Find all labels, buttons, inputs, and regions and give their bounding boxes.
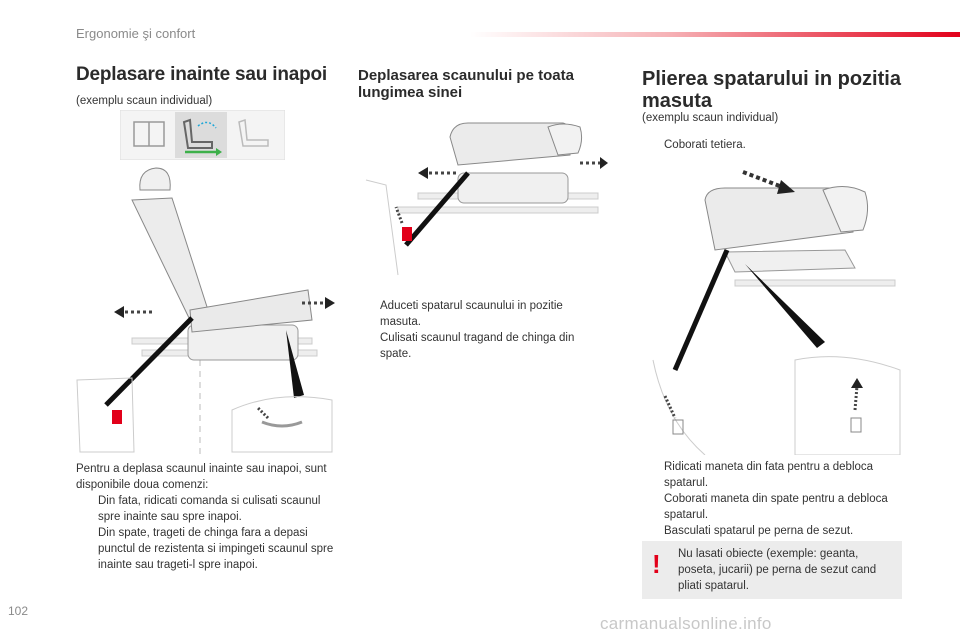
col1-body: Pentru a deplasa scaunul inainte sau ina… [76, 461, 336, 573]
seat-icon-strip [120, 110, 285, 160]
list-item: Basculati spatarul pe perna de sezut. [642, 523, 902, 539]
book-icon [133, 121, 165, 147]
bullet-icon [358, 330, 380, 362]
bullet-icon [642, 491, 664, 523]
list-item: Aduceti spatarul scaunului in pozitie ma… [358, 298, 603, 330]
list-item-text: Coborati tetiera. [664, 139, 746, 151]
seat-icon-faded [238, 118, 269, 147]
list-item-text: Din spate, trageti de chinga fara a depa… [98, 527, 334, 571]
list-item-text: Culisati scaunul tragand de chinga din s… [380, 332, 575, 360]
list-item-text: Din fata, ridicati comanda si culisati s… [98, 495, 321, 523]
bullet-icon [642, 523, 664, 539]
warning-box: ! Nu lasati obiecte (exemple: geanta, po… [642, 541, 902, 599]
list-item-text: Coborati maneta din spate pentru a deblo… [664, 493, 888, 521]
bullet-icon [76, 493, 98, 525]
list-item-text: Basculati spatarul pe perna de sezut. [664, 525, 854, 537]
col2-list: Aduceti spatarul scaunului in pozitie ma… [358, 298, 603, 362]
bullet-icon [642, 459, 664, 491]
seat-illustration-1 [76, 167, 335, 455]
col1-intro: Pentru a deplasa scaunul inainte sau ina… [76, 463, 327, 491]
col3-subtitle: (exemplu scaun individual) [642, 112, 779, 124]
list-item: Coborati maneta din spate pentru a deblo… [642, 491, 902, 523]
seat-illustration-3 [652, 170, 901, 455]
header-accent-bar [470, 32, 960, 37]
seat-illustration-2 [365, 122, 608, 276]
list-item: Din spate, trageti de chinga fara a depa… [76, 525, 336, 573]
list-item: Din fata, ridicati comanda si culisati s… [76, 493, 336, 525]
col2-title: Deplasarea scaunului pe toata lungimea s… [358, 67, 574, 101]
bullet-icon [642, 137, 664, 153]
seat-adjust-icon [182, 118, 213, 149]
page-number: 102 [8, 604, 29, 618]
exclamation-icon: ! [652, 549, 661, 579]
col3-list: Ridicati maneta din fata pentru a debloc… [642, 459, 902, 539]
list-item: Coborati tetiera. [642, 137, 902, 153]
section-header: Ergonomie şi confort [76, 26, 196, 41]
list-item: Culisati scaunul tragand de chinga din s… [358, 330, 603, 362]
watermark: carmanualsonline.info [600, 614, 772, 633]
list-item: Ridicati maneta din fata pentru a debloc… [642, 459, 902, 491]
col1-subtitle: (exemplu scaun individual) [76, 95, 213, 107]
col3-list-top: Coborati tetiera. [642, 137, 902, 153]
bullet-icon [76, 525, 98, 573]
col1-title: Deplasare inainte sau inapoi [76, 64, 327, 85]
warning-text: Nu lasati obiecte (exemple: geanta, pose… [678, 548, 877, 592]
col3-title: Plierea spatarului in pozitia masuta [642, 68, 901, 112]
bullet-icon [358, 298, 380, 330]
list-item-text: Aduceti spatarul scaunului in pozitie ma… [380, 300, 563, 328]
list-item-text: Ridicati maneta din fata pentru a debloc… [664, 461, 874, 489]
